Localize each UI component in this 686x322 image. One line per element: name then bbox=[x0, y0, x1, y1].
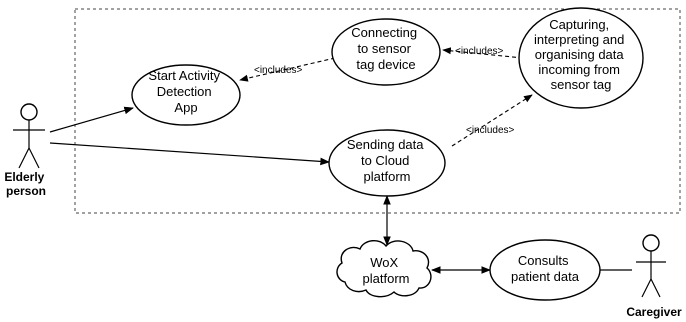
consults-line: Consults bbox=[518, 253, 569, 268]
elderly-label-line: person bbox=[6, 184, 46, 198]
include-label-2: <includes> bbox=[455, 46, 504, 57]
svg-text:Start Activity Detection: Start Activity Detection App bbox=[148, 68, 223, 115]
connect-sensor-line: to sensor bbox=[357, 41, 411, 56]
association-elderly-start-app bbox=[49, 106, 134, 133]
send-cloud-line: Sending data bbox=[347, 137, 424, 152]
connect-sensor-line: tag device bbox=[356, 57, 415, 72]
use-case-consults-patient-data: Consults patient data bbox=[489, 239, 601, 301]
start-app-line: App bbox=[174, 100, 197, 115]
capture-data-line: organising data bbox=[535, 47, 625, 62]
start-app-line: Detection bbox=[157, 84, 212, 99]
capture-data-line: interpreting and bbox=[534, 32, 624, 47]
use-case-connect-sensor: Connecting to sensor tag device bbox=[331, 18, 441, 86]
capture-data-line: Capturing, bbox=[549, 17, 609, 32]
caregiver-label: Caregiver bbox=[626, 305, 682, 319]
wox-platform-cloud: WoX platform bbox=[336, 240, 432, 298]
svg-text:Connecting to sensor: Connecting to sensor tag device bbox=[351, 25, 420, 72]
use-case-start-activity-app: Start Activity Detection App bbox=[131, 64, 241, 126]
include-line-3 bbox=[451, 94, 533, 147]
system-boundary bbox=[74, 8, 681, 214]
connect-sensor-line: Connecting bbox=[351, 25, 417, 40]
start-app-line: Start Activity bbox=[148, 68, 220, 83]
caregiver-actor: Caregiver bbox=[626, 234, 682, 319]
use-case-send-cloud: Sending data to Cloud platform bbox=[328, 129, 446, 197]
include-line-1 bbox=[239, 57, 336, 82]
wox-line: platform bbox=[363, 271, 410, 286]
elderly-person-label: Elderly person bbox=[4, 170, 47, 198]
svg-text:Capturing, interpreting: Capturing, interpreting and organising d… bbox=[534, 17, 628, 92]
svg-text:Consults patient data: Consults patient data bbox=[511, 253, 580, 284]
wox-line: WoX bbox=[370, 255, 398, 270]
include-label-1: <includes> bbox=[254, 65, 303, 76]
svg-text:WoX platform: WoX platform bbox=[363, 255, 410, 286]
consults-line: patient data bbox=[511, 269, 580, 284]
include-label-3: <includes> bbox=[466, 125, 515, 136]
association-elderly-send-cloud bbox=[49, 142, 330, 166]
use-case-capture-data: Capturing, interpreting and organising d… bbox=[518, 7, 644, 109]
capture-data-line: sensor tag bbox=[551, 77, 612, 92]
elderly-label-line: Elderly bbox=[4, 170, 44, 184]
send-cloud-line: platform bbox=[364, 169, 411, 184]
svg-text:Sending data to Cloud: Sending data to Cloud platform bbox=[347, 137, 427, 184]
send-cloud-line: to Cloud bbox=[361, 153, 409, 168]
elderly-person-actor: Elderly person bbox=[4, 103, 47, 198]
capture-data-line: incoming from bbox=[538, 62, 620, 77]
include-line-2 bbox=[442, 47, 524, 59]
